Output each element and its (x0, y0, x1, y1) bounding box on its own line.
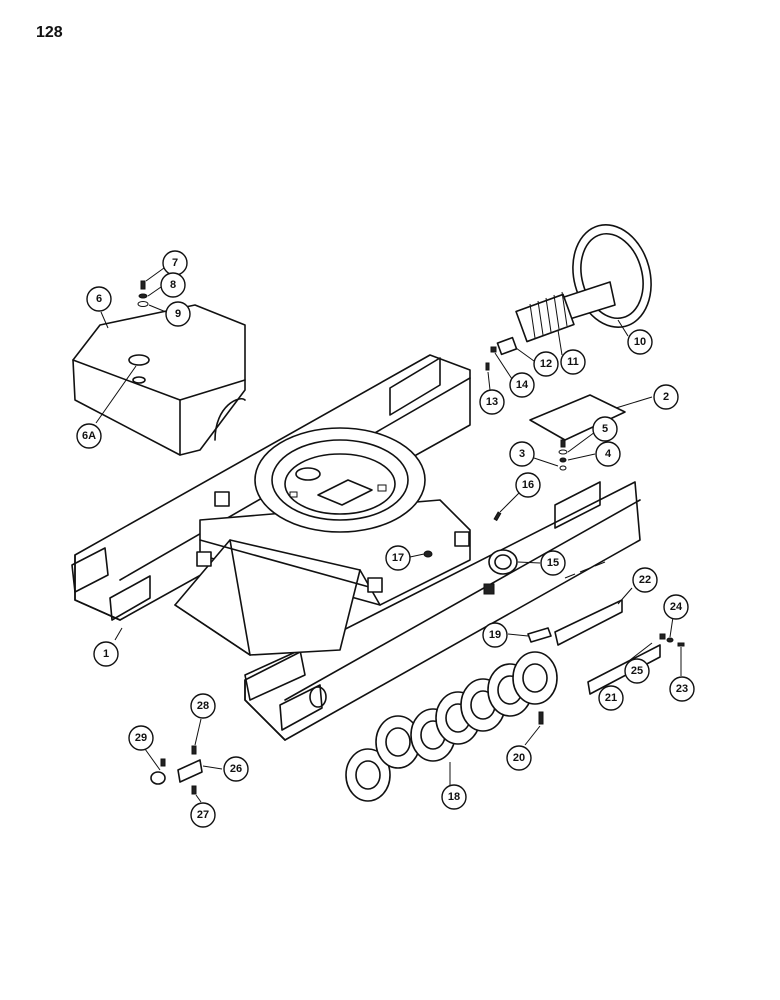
svg-text:17: 17 (392, 552, 404, 564)
callouts: 1 2 3 4 5 6 6A 7 8 9 10 11 12 13 14 15 1… (76, 250, 695, 828)
svg-text:2: 2 (663, 391, 669, 403)
svg-text:8: 8 (170, 279, 176, 291)
callout-18: 18 (441, 784, 467, 810)
svg-text:12: 12 (540, 358, 552, 370)
svg-text:23: 23 (676, 683, 688, 695)
callout-6a: 6A (76, 423, 102, 449)
svg-text:16: 16 (522, 479, 534, 491)
callout-6: 6 (86, 286, 112, 312)
svg-text:21: 21 (605, 692, 617, 704)
cover-hardware (137, 280, 149, 307)
callout-7: 7 (162, 250, 188, 276)
track-frame (71, 354, 641, 741)
callout-22: 22 (632, 567, 658, 593)
svg-text:6A: 6A (82, 430, 96, 442)
svg-text:19: 19 (489, 629, 501, 641)
svg-text:6: 6 (96, 293, 102, 305)
svg-text:4: 4 (605, 448, 612, 460)
svg-text:26: 26 (230, 763, 242, 775)
svg-text:24: 24 (670, 601, 683, 613)
svg-text:14: 14 (516, 379, 529, 391)
svg-text:11: 11 (567, 356, 579, 368)
callout-3: 3 (509, 441, 535, 467)
svg-text:27: 27 (197, 809, 209, 821)
motor-fitting (423, 511, 518, 575)
callout-9: 9 (165, 301, 191, 327)
idler-assembly (515, 224, 652, 343)
callout-8: 8 (160, 272, 186, 298)
plate (529, 394, 626, 471)
callout-4: 4 (595, 441, 621, 467)
callout-28: 28 (190, 693, 216, 719)
svg-text:9: 9 (175, 308, 181, 320)
callout-11: 11 (560, 349, 586, 375)
callout-15: 15 (540, 550, 566, 576)
track-rollers (345, 651, 558, 802)
page-number: 128 (36, 24, 63, 41)
callout-12: 12 (533, 351, 559, 377)
svg-text:28: 28 (197, 700, 209, 712)
frame-slots (564, 561, 606, 579)
svg-text:25: 25 (631, 665, 643, 677)
leader-lines (95, 267, 682, 803)
svg-text:13: 13 (486, 396, 498, 408)
callout-16: 16 (515, 472, 541, 498)
svg-text:5: 5 (602, 423, 608, 435)
roller-hardware (527, 627, 552, 725)
callout-13: 13 (479, 389, 505, 415)
callout-20: 20 (506, 745, 532, 771)
callout-27: 27 (190, 802, 216, 828)
svg-text:15: 15 (547, 557, 559, 569)
cover (72, 304, 246, 456)
svg-text:18: 18 (448, 791, 460, 803)
callout-14: 14 (509, 372, 535, 398)
svg-text:7: 7 (172, 257, 178, 269)
callout-26: 26 (223, 756, 249, 782)
roller-guards (554, 599, 685, 695)
callout-25: 25 (624, 658, 650, 684)
svg-text:1: 1 (103, 648, 109, 660)
bracket-parts (150, 745, 203, 795)
callout-2: 2 (653, 384, 679, 410)
recoil-spring (515, 291, 575, 343)
svg-text:10: 10 (634, 336, 646, 348)
callout-23: 23 (669, 676, 695, 702)
svg-text:20: 20 (513, 752, 525, 764)
callout-19: 19 (482, 622, 508, 648)
svg-text:29: 29 (135, 732, 147, 744)
svg-text:22: 22 (639, 574, 651, 586)
callout-21: 21 (598, 685, 624, 711)
callout-10: 10 (627, 329, 653, 355)
callout-17: 17 (385, 545, 411, 571)
callout-1: 1 (93, 641, 119, 667)
callout-24: 24 (663, 594, 689, 620)
svg-text:3: 3 (519, 448, 525, 460)
callout-29: 29 (128, 725, 154, 751)
callout-5: 5 (592, 416, 618, 442)
adjuster-parts (485, 336, 518, 371)
